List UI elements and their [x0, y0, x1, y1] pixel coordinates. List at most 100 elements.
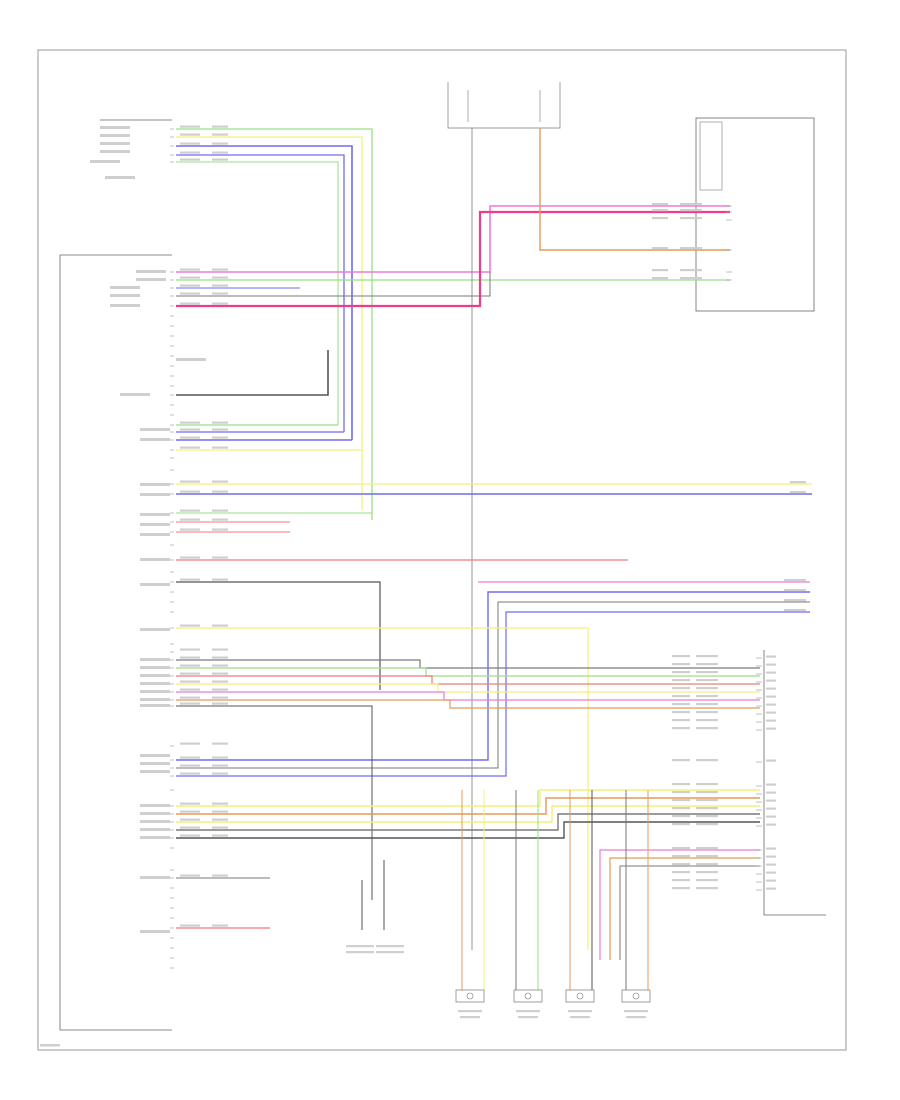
left-label-block — [140, 704, 170, 707]
wire-code-block — [180, 672, 200, 675]
wire-low-3 — [176, 805, 760, 823]
wire-code-block — [180, 125, 200, 128]
left-label-block — [140, 876, 170, 879]
wire-code-block — [180, 133, 200, 136]
tweeter-caption-block — [346, 951, 374, 954]
wire-code-block — [180, 490, 200, 493]
left-label-block — [140, 698, 170, 701]
amp-pin-label — [766, 711, 776, 714]
wire-code-block — [212, 834, 228, 837]
amp-pin-label — [766, 679, 776, 682]
amp-wire-code — [672, 759, 690, 762]
speaker-body — [513, 989, 543, 1003]
wire-code-block — [180, 664, 200, 667]
wire-code-block — [180, 688, 200, 691]
speaker-body — [621, 989, 651, 1003]
amp-pin-label — [766, 879, 776, 882]
wire-code-block — [180, 556, 200, 559]
wire-code-block — [212, 556, 228, 559]
left-label-block — [136, 270, 166, 273]
wire-code-block — [180, 624, 200, 627]
wire-aux-1 — [176, 128, 373, 520]
speaker-caption-block — [570, 1016, 590, 1019]
wire-code-block — [180, 874, 200, 877]
wire-code-block — [212, 509, 228, 512]
edge-label — [784, 589, 806, 592]
sub-wire-code — [652, 269, 668, 272]
sub-wire-code — [652, 217, 668, 220]
wire-code-block — [180, 528, 200, 531]
wire-amp-orange — [609, 857, 760, 960]
wire-right-4 — [176, 611, 810, 777]
amp-pin-label — [766, 703, 776, 706]
wire-code-block — [212, 772, 228, 775]
wire-amp-3 — [176, 675, 760, 685]
subwoofer-box — [695, 117, 815, 312]
wire-gray-down — [176, 581, 381, 690]
amp-wire-code — [672, 871, 690, 874]
amp-wire-code — [672, 847, 690, 850]
amp-wire-code — [696, 759, 718, 762]
amp-pin-label — [766, 823, 776, 826]
wire-code-block — [212, 268, 228, 271]
wire-code-block — [180, 518, 200, 521]
wire-code-block — [180, 810, 200, 813]
amp-wire-code — [672, 719, 690, 722]
amp-pin-label — [766, 863, 776, 866]
wire-code-block — [180, 302, 200, 305]
wire-code-block — [212, 421, 228, 424]
amp-wire-code — [696, 791, 718, 794]
sub-wire-code — [680, 277, 702, 280]
amp-pin-label — [766, 663, 776, 666]
wire-code-block — [212, 302, 228, 305]
wire-code-block — [180, 656, 200, 659]
speaker-caption-block — [516, 1010, 540, 1013]
wire-code-block — [212, 924, 228, 927]
amp-wire-code — [672, 791, 690, 794]
amp-wire-code — [672, 695, 690, 698]
edge-label — [784, 579, 806, 582]
wire-code-block — [212, 764, 228, 767]
amp-pin-label — [766, 727, 776, 730]
audio-amplifier-box — [763, 650, 826, 916]
amp-wire-code — [696, 847, 718, 850]
wire-code-block — [180, 648, 200, 651]
left-label-block — [100, 142, 130, 145]
tweeter-caption-block — [376, 951, 404, 954]
amp-wire-code — [696, 783, 718, 786]
left-label-block — [105, 176, 135, 179]
left-label-block — [140, 513, 170, 516]
wire-code-block — [212, 696, 228, 699]
amp-pin-label — [766, 847, 776, 850]
wire-code-block — [212, 125, 228, 128]
amp-wire-code — [672, 687, 690, 690]
amp-pin-label — [766, 783, 776, 786]
left-label-block — [110, 294, 140, 297]
left-label-block — [140, 428, 170, 431]
left-label-block — [110, 304, 140, 307]
wire-aux-4 — [176, 154, 345, 432]
amp-pin-label — [766, 719, 776, 722]
left-label-block — [140, 666, 170, 669]
amp-wire-code — [696, 663, 718, 666]
wire-code-block — [180, 268, 200, 271]
wire-sub-4 — [176, 272, 491, 297]
wire-amp-6 — [176, 699, 760, 709]
wire-code-block — [180, 696, 200, 699]
amp-pin-label — [766, 855, 776, 858]
wire-code-block — [180, 446, 200, 449]
wire-code-block — [212, 480, 228, 483]
wire-code-block — [180, 151, 200, 154]
amp-pin-label — [766, 807, 776, 810]
wire-code-block — [180, 142, 200, 145]
wire-code-block — [212, 428, 228, 431]
wire-code-block — [212, 688, 228, 691]
wire-code-block — [212, 680, 228, 683]
wire-code-block — [212, 810, 228, 813]
sub-wire-code — [680, 217, 702, 220]
amp-wire-code — [672, 671, 690, 674]
wire-code-block — [212, 802, 228, 805]
speaker-caption-block — [568, 1010, 592, 1013]
wire-code-block — [212, 742, 228, 745]
